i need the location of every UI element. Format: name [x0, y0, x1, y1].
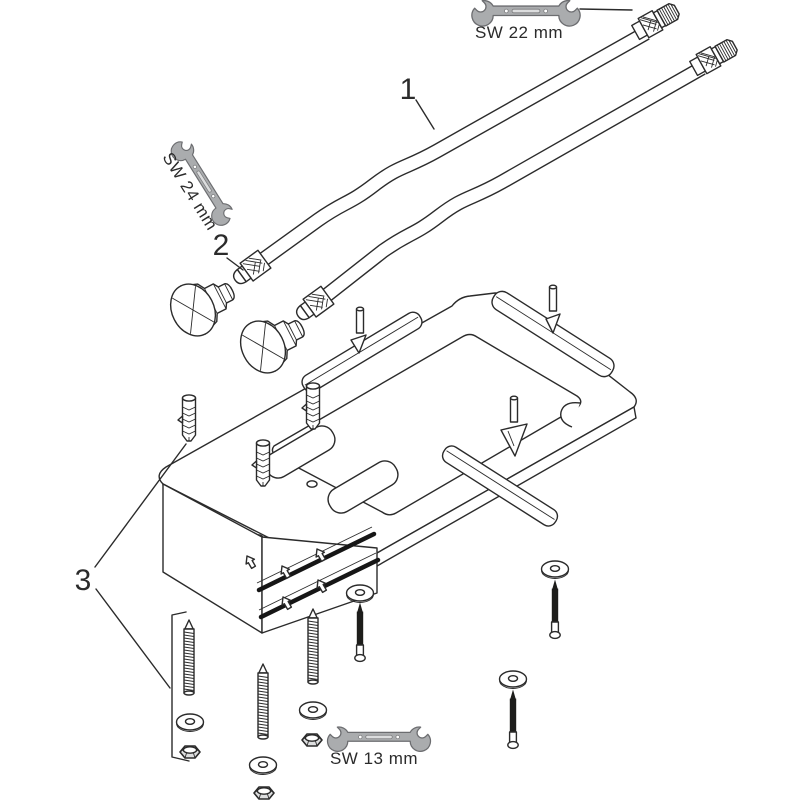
group-bracket — [171, 611, 190, 762]
plate-slot-2 — [327, 460, 399, 514]
callout-1-leader — [415, 99, 435, 130]
wrench-sw22-leader — [579, 8, 633, 11]
plate-hole-3 — [306, 480, 318, 488]
locating-pin-3 — [509, 395, 519, 423]
guide-rail-mark-2 — [258, 557, 381, 620]
locating-pin-1 — [355, 306, 365, 334]
washer-4 — [345, 584, 375, 604]
hex-nut-2 — [253, 786, 275, 800]
plate-housing-box — [162, 483, 381, 634]
funnel-2 — [545, 313, 561, 334]
threaded-stud-3 — [307, 608, 319, 685]
washer-6 — [498, 670, 528, 690]
hose-1-top-connector — [629, 0, 683, 43]
funnel-3 — [500, 423, 528, 457]
hose-1 — [259, 26, 650, 266]
rail-front-right — [441, 445, 559, 527]
mounting-screw-3 — [507, 690, 519, 750]
mounting-screw-2 — [549, 580, 561, 640]
fixing-set — [171, 560, 570, 800]
wrench-size-label-bottom: SW 13 mm — [330, 749, 418, 768]
hose-2-top-connector — [687, 35, 741, 79]
threaded-stud-1 — [183, 619, 195, 696]
hose-2 — [322, 61, 706, 301]
funnel-1 — [350, 334, 367, 354]
callout-label-3: 3 — [75, 564, 92, 597]
mounting-plate — [158, 290, 637, 634]
hose-pair — [228, 0, 741, 326]
guide-rail-mark-1 — [256, 531, 377, 593]
washer-5 — [540, 560, 570, 580]
callout-2-leader — [226, 257, 244, 271]
callout-label-2: 2 — [213, 229, 230, 262]
callout-3-leader-b — [95, 588, 171, 689]
hex-nut-3 — [301, 733, 323, 747]
washer-1 — [175, 713, 205, 733]
threaded-stud-2 — [257, 663, 269, 740]
wall-plug-1 — [177, 394, 197, 442]
callout-label-1: 1 — [400, 73, 417, 106]
washer-3 — [298, 701, 328, 721]
cover-plug-1 — [161, 265, 246, 345]
plate-notch — [560, 402, 581, 428]
locating-pin-2 — [548, 284, 558, 312]
callout-3-leader-a — [94, 443, 187, 568]
washer-2 — [248, 756, 278, 776]
wrench-sw13-icon — [326, 726, 432, 752]
mounting-screw-1 — [354, 603, 366, 663]
wrench-size-label-top: SW 22 mm — [475, 23, 563, 42]
hex-nut-1 — [179, 745, 201, 759]
